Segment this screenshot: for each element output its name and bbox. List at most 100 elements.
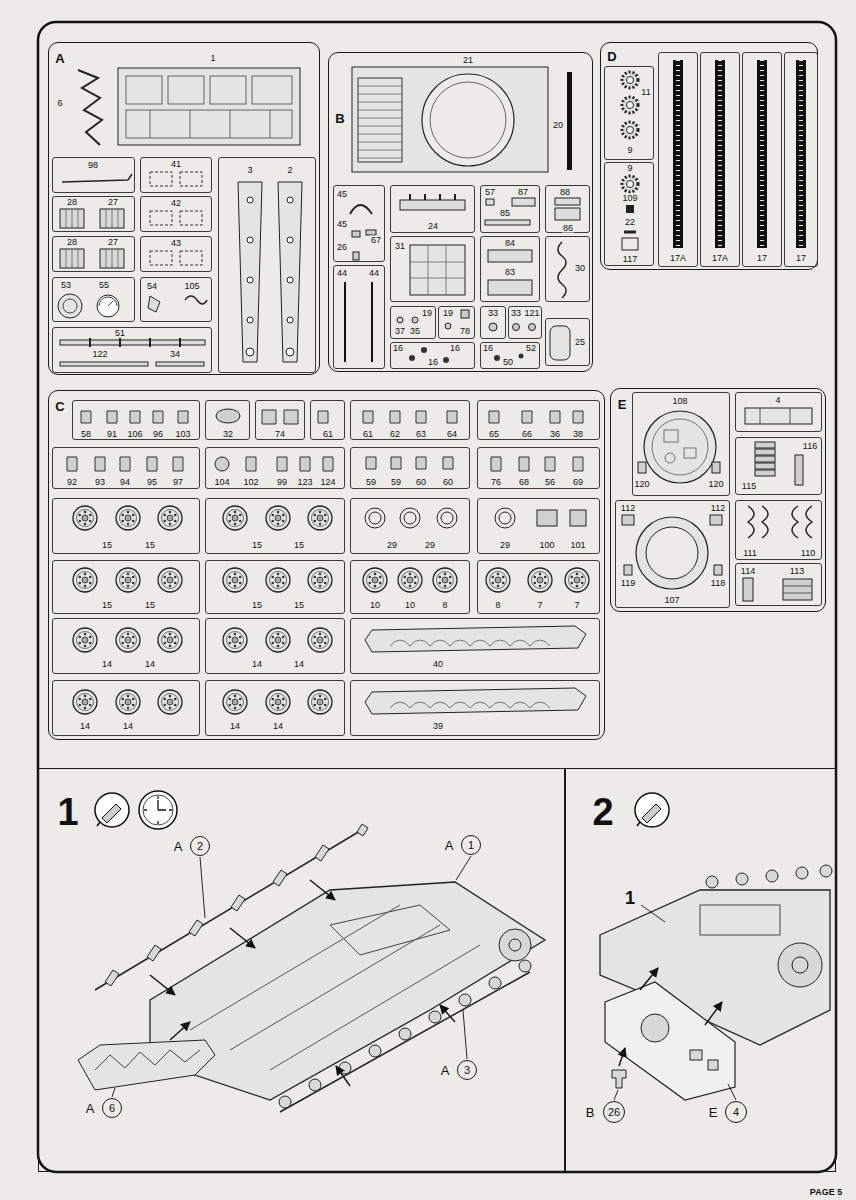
part-number: 29 <box>386 541 398 550</box>
part-number: 10 <box>369 601 381 610</box>
part-cell: 30 <box>545 236 590 302</box>
part-cell: 33121 <box>508 306 542 339</box>
part-number: 115 <box>741 482 757 491</box>
step-panel: 1A2A1A3A6 <box>38 768 565 1172</box>
part-number: 112 <box>620 504 636 513</box>
part-number: 123 <box>296 478 313 487</box>
sprue-letter: A <box>445 839 454 852</box>
part-cell: 1515 <box>205 498 345 554</box>
part-number: 74 <box>274 430 286 439</box>
part-number: 44 <box>336 269 348 278</box>
part-number: 31 <box>394 242 406 251</box>
part-cell: 98 <box>52 157 135 193</box>
part-number: 119 <box>620 579 636 588</box>
part-cell: 112112119107118 <box>615 500 730 608</box>
part-number: 113 <box>789 567 805 576</box>
sprue-letter: C <box>55 400 64 413</box>
part-number: 122 <box>91 350 108 359</box>
part-number: 14 <box>229 722 241 731</box>
part-number: 19 <box>421 309 433 318</box>
part-number: 58 <box>80 430 92 439</box>
part-number: 14 <box>144 660 156 669</box>
sprue-letter: A <box>55 52 64 65</box>
part-number: 45 <box>336 190 348 199</box>
part-number: 7 <box>573 601 580 610</box>
part-number: 42 <box>170 199 182 208</box>
part-number: 97 <box>172 478 184 487</box>
part-cell: 28 27 <box>52 236 135 272</box>
part-number: 34 <box>169 350 181 359</box>
sprue-letter: A <box>441 1064 450 1077</box>
part-number: 106 <box>126 430 143 439</box>
part-number: 66 <box>521 430 533 439</box>
part-number: 27 <box>107 238 119 247</box>
part-cell: 1515 <box>52 560 200 614</box>
part-number: 101 <box>569 541 586 550</box>
part-number: 60 <box>415 478 427 487</box>
part-number: 15 <box>251 601 263 610</box>
part-number: 16 <box>392 344 404 353</box>
part-cell: 29100101 <box>477 498 600 554</box>
part-number: 15 <box>101 601 113 610</box>
part-number: 38 <box>572 430 584 439</box>
part-number: 14 <box>122 722 134 731</box>
part-cell: 40 <box>350 618 600 674</box>
part-number: 91 <box>106 430 118 439</box>
part-number: 61 <box>362 430 374 439</box>
part-cell: 32 <box>205 400 250 440</box>
sprue-letter: D <box>607 50 616 63</box>
part-number: 59 <box>365 478 377 487</box>
part-number: 36 <box>549 430 561 439</box>
callout-number: 2 <box>197 841 203 852</box>
part-number: 107 <box>663 596 680 605</box>
part-cell: 2827 <box>52 196 135 232</box>
part-number: 104 <box>213 478 230 487</box>
part-number: 88 <box>559 188 571 197</box>
part-number: 28 <box>66 238 78 247</box>
part-cell: 17 <box>742 52 782 267</box>
part-cell: 4 <box>735 392 822 432</box>
part-number: 68 <box>518 478 530 487</box>
part-number: 54 <box>146 282 158 291</box>
part-number: 37 <box>394 327 406 336</box>
part-cell: 51 122 34 <box>52 327 212 373</box>
sprue-frame: C589110696103327461616263646566363892939… <box>48 390 605 740</box>
part-cell: 578785 <box>480 185 540 233</box>
part-number: 83 <box>504 268 516 277</box>
part-number: 103 <box>174 430 191 439</box>
part-cell: 910922117 <box>604 162 654 266</box>
part-cell: 33 <box>480 306 506 339</box>
part-cell: 41 <box>140 157 212 193</box>
part-number: 15 <box>101 541 113 550</box>
callout-circle: A1 <box>461 835 481 855</box>
part-number: 15 <box>144 541 156 550</box>
part-number: 51 <box>114 329 126 338</box>
part-number: 52 <box>525 344 537 353</box>
part-cell: 76685669 <box>477 447 600 489</box>
callout-circle: A6 <box>102 1098 122 1118</box>
sprue-frame: D11991092211717A17A1717 <box>600 42 818 270</box>
part-number: 33 <box>510 309 522 318</box>
callout-circle: A3 <box>457 1060 477 1080</box>
part-number: 19 <box>442 309 454 318</box>
part-number: 16 <box>482 344 494 353</box>
part-number: 9 <box>626 164 633 173</box>
part-number: 2 <box>286 166 293 175</box>
part-number: 112 <box>710 504 726 513</box>
sprue-letter: A <box>174 840 183 853</box>
callout-number: 3 <box>464 1065 470 1076</box>
part-number: 105 <box>183 282 200 291</box>
part-number: 14 <box>272 722 284 731</box>
part-cell: 45452667 <box>333 185 385 262</box>
part-number: 100 <box>538 541 555 550</box>
sprue-frame: B212045452667245787858886444431848330193… <box>328 52 593 372</box>
part-cell: 8886 <box>545 185 590 233</box>
part-number: 40 <box>432 660 444 669</box>
part-number: 3 <box>246 166 253 175</box>
part-number: 44 <box>368 269 380 278</box>
part-number: 116 <box>802 442 818 451</box>
part-number: 17 <box>756 254 768 263</box>
part-number: 120 <box>633 480 650 489</box>
part-cell: 108120120 <box>632 392 730 496</box>
